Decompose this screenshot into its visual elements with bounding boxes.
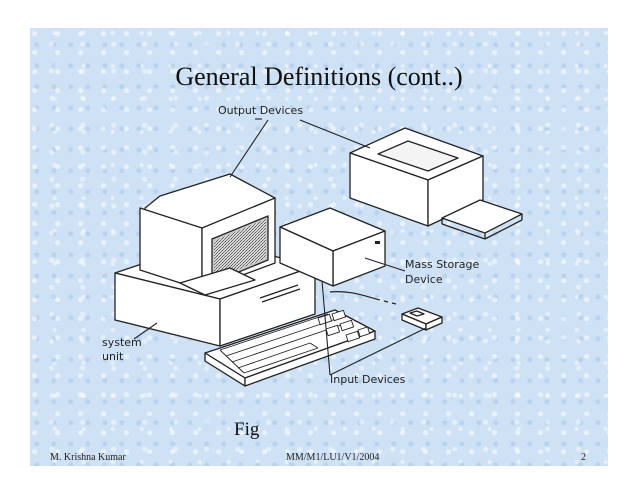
system-unit-label-line1: system: [102, 336, 142, 349]
figure-caption: Fig: [234, 419, 260, 440]
footer-author: M. Krishna Kumar: [50, 452, 126, 463]
footer-page-number: 2: [581, 452, 586, 463]
footer-code: MM/M1/LU1/V1/2004: [286, 452, 380, 463]
computer-system-diagram: Output Devices Mass Storage Device syste…: [102, 104, 523, 387]
slide: General Definitions (cont..): [30, 28, 608, 466]
mouse: [401, 307, 443, 331]
system-unit-label-line2: unit: [102, 350, 124, 363]
output-devices-label: Output Devices: [218, 104, 303, 117]
leader-lines: [133, 118, 427, 376]
mass-storage-device: [279, 207, 386, 287]
monitor: [139, 173, 276, 296]
input-devices-label: Input Devices: [330, 373, 406, 386]
mass-storage-label-line2: Device: [405, 273, 443, 286]
slide-title: General Definitions (cont..): [175, 62, 463, 91]
mass-storage-label-line1: Mass Storage: [405, 258, 479, 271]
keyboard: [204, 309, 376, 387]
printer: [349, 127, 523, 240]
